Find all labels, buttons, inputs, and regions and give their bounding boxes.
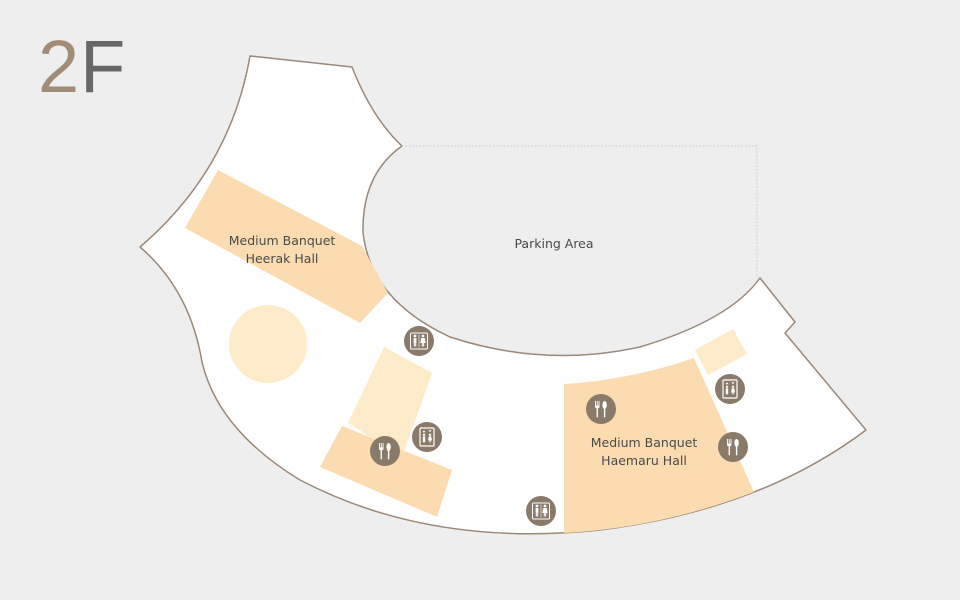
floor-suffix: F	[80, 25, 127, 108]
floor-number: 2	[38, 25, 81, 108]
restroom-icon[interactable]	[404, 326, 434, 356]
building-outline	[139, 55, 867, 535]
dining-icon[interactable]	[718, 432, 748, 462]
parking-boundary	[402, 145, 758, 278]
haemaru-hall-label: Medium Banquet Haemaru Hall	[591, 434, 698, 470]
restroom-icon[interactable]	[526, 496, 556, 526]
floor-label: 2F	[38, 30, 126, 104]
dining-icon[interactable]	[370, 436, 400, 466]
elevator-icon[interactable]	[715, 374, 745, 404]
room-lower-left-light	[348, 347, 432, 457]
heerak-hall-label: Medium Banquet Heerak Hall	[229, 232, 336, 268]
parking-area-label: Parking Area	[514, 236, 594, 251]
room-upper-right	[695, 329, 747, 375]
heerak-hall-area[interactable]	[185, 170, 388, 323]
dining-icon[interactable]	[586, 394, 616, 424]
heerak-hall-line2: Heerak Hall	[245, 251, 319, 266]
round-room	[229, 305, 307, 383]
heerak-hall-line1: Medium Banquet	[228, 233, 336, 248]
elevator-icon[interactable]	[412, 422, 442, 452]
room-lower-left[interactable]	[320, 426, 452, 517]
haemaru-hall-line2: Haemaru Hall	[601, 453, 687, 468]
haemaru-hall-line1: Medium Banquet	[590, 435, 698, 450]
